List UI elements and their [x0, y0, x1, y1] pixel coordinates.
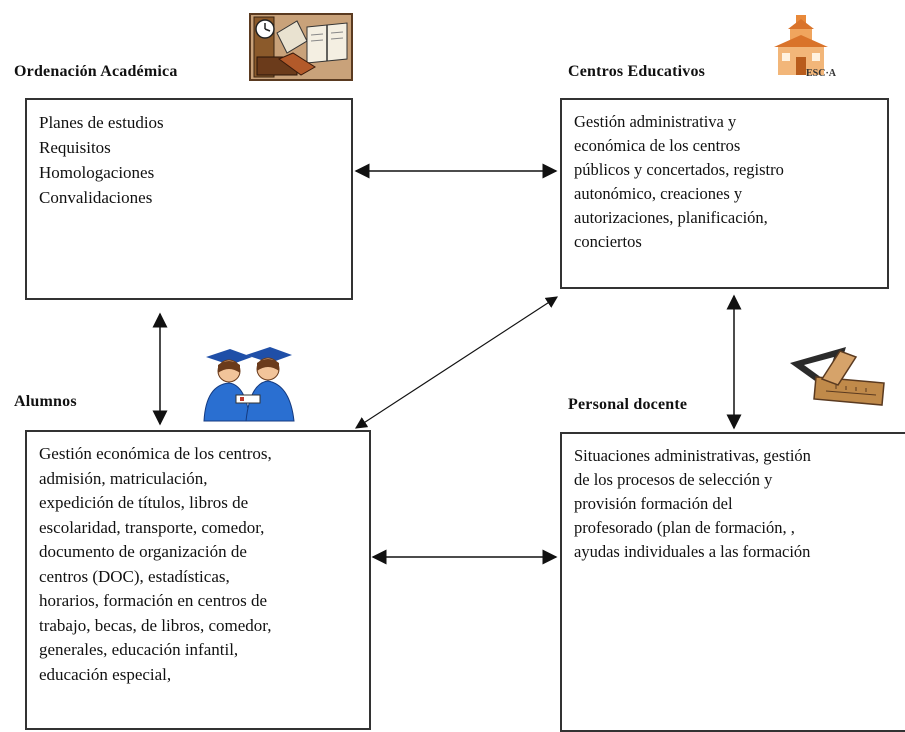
alumnos-line: escolaridad, transporte, comedor, — [39, 517, 265, 537]
alumnos-line: expedición de títulos, libros de — [39, 493, 249, 512]
alumnos-line: documento de organización de — [39, 542, 247, 561]
centros-title: Centros Educativos — [568, 63, 706, 80]
set-square-icon — [790, 347, 885, 406]
personal-line: profesorado (plan de formación, , — [574, 518, 795, 537]
alumnos-line: admisión, matriculación, — [39, 468, 208, 488]
school-icon-caption: ESC·A — [806, 68, 837, 79]
centros-line: Gestión administrativa y — [574, 112, 737, 131]
ordenacion-line: Planes de estudios — [39, 113, 164, 132]
alumnos-line: centros (DOC), estadísticas, — [39, 566, 230, 586]
alumnos-line: horarios, formación en centros de — [39, 591, 267, 610]
personal-box: Situaciones administrativas, gestión de … — [560, 432, 905, 732]
alumnos-line: Gestión económica de los centros, — [39, 444, 272, 463]
alumnos-line: educación especial, — [39, 664, 172, 684]
alumnos-box: Gestión económica de los centros, admisi… — [25, 430, 371, 730]
alumnos-title: Alumnos — [14, 393, 77, 410]
ordenacion-line: Homologaciones — [39, 163, 155, 182]
personal-line: ayudas individuales a las formación — [574, 542, 811, 561]
ordenacion-line: Convalidaciones — [39, 188, 153, 207]
centros-line: autonómico, creaciones y — [574, 184, 743, 203]
personal-line: provisión formación del — [574, 494, 733, 513]
books-clipart-icon — [249, 13, 353, 81]
personal-line: de los procesos de selección y — [574, 470, 773, 489]
alumnos-line: trabajo, becas, de libros, comedor, — [39, 615, 272, 635]
ordenacion-title: Ordenación Académica — [14, 63, 178, 80]
centros-line: autorizaciones, planificación, — [574, 208, 768, 227]
ordenacion-line: Requisitos — [39, 138, 111, 157]
centros-line: económica de los centros — [574, 136, 741, 155]
alumnos-line: generales, educación infantil, — [39, 640, 239, 659]
arrow-centros-alumnos — [354, 296, 559, 429]
graduates-icon — [203, 347, 295, 422]
school-house-icon — [774, 15, 828, 75]
centros-line: públicos y concertados, registro — [574, 160, 784, 179]
personal-line: Situaciones administrativas, gestión — [574, 446, 811, 465]
ordenacion-box: Planes de estudios Requisitos Homologaci… — [25, 98, 353, 300]
personal-title: Personal docente — [568, 396, 688, 413]
centros-line: conciertos — [574, 232, 642, 251]
centros-box: Gestión administrativa y económica de lo… — [560, 98, 889, 289]
